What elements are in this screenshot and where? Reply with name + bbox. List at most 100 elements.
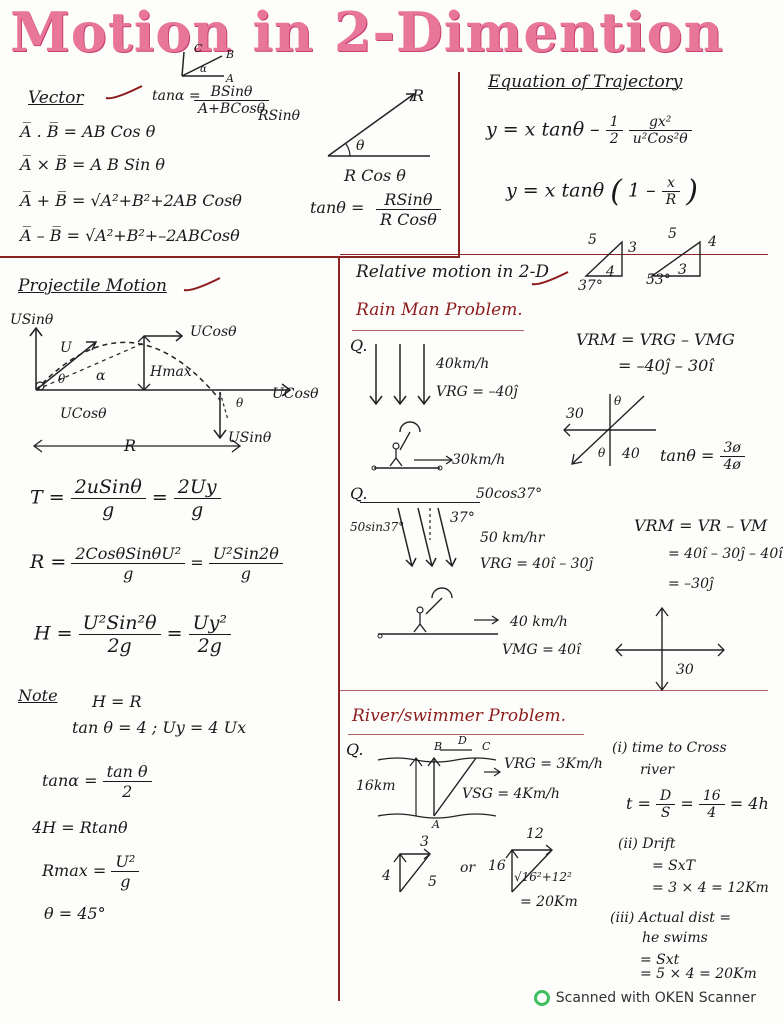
triangle-53 — [649, 240, 701, 277]
tri-root: √16²+12² — [514, 870, 572, 884]
trajectory-eq2-lhs: y = x tanθ — [506, 179, 605, 202]
theta-proj: θ — [58, 372, 66, 386]
u-label: U — [60, 340, 72, 356]
rcos-label: R Cos θ — [344, 166, 406, 185]
river-i1b: river — [640, 762, 675, 778]
tri-label-b: B — [226, 48, 235, 61]
river-triangle-2 — [505, 844, 554, 893]
velocity-diagram-1 — [563, 394, 656, 466]
trajectory-eq1-lhs: y = x tanθ – — [486, 118, 600, 141]
rmax-lhs: Rmax = — [42, 861, 107, 880]
tan-alpha-lhs: tanα = — [152, 88, 201, 104]
range-label: R — [124, 436, 137, 455]
note-4h: 4H = Rtanθ — [32, 818, 128, 837]
tick-mark-3 — [531, 271, 569, 286]
vrg2-label: VRG = 40î – 30ĵ — [480, 556, 593, 572]
tri-label-a: A — [226, 72, 234, 85]
t1-hyp: 5 — [588, 232, 597, 248]
divider-top-vertical — [458, 72, 460, 258]
vrg1-label: VRG = –40ĵ — [436, 384, 518, 400]
t-d2: 4 — [707, 805, 717, 821]
tri-5: 5 — [428, 874, 437, 890]
paren-open: ( — [610, 174, 622, 209]
rain-heading: Rain Man Problem. — [356, 300, 523, 320]
or-label: or — [460, 860, 476, 876]
vector-triangle-diagram — [181, 51, 224, 77]
note-label: Note — [18, 686, 58, 705]
rsin-label: RSinθ — [258, 108, 301, 124]
tri-3: 3 — [420, 834, 429, 850]
r-eq: = — [190, 553, 204, 572]
usin-top: USinθ — [10, 312, 54, 328]
tana-num: tan θ — [102, 762, 152, 782]
river-underline — [348, 734, 584, 735]
tan-alpha-num: BSinθ — [194, 84, 270, 101]
r-den2: g — [240, 564, 251, 583]
r-label: R — [412, 86, 425, 105]
scanner-logo-icon — [533, 990, 550, 1006]
scanner-watermark: Scanned with OKEN Scanner — [533, 990, 756, 1006]
relative-heading: Relative motion in 2-D — [356, 262, 549, 282]
note-tan4: tan θ = 4 ; Uy = 4 Ux — [72, 718, 247, 737]
h-num2: Uy² — [188, 612, 231, 635]
paren-close: ) — [686, 174, 698, 209]
t2-adj: 3 — [678, 262, 687, 278]
river-i1: (i) time to Cross — [612, 740, 727, 756]
river-iii-c: = Sxt — [640, 952, 680, 968]
h-num1: U²Sin²θ — [78, 612, 161, 635]
vector-cross: A̅ × B̅ = A B Sin θ — [20, 155, 166, 174]
h-den2: 2g — [197, 635, 222, 657]
divider-main-vertical — [338, 256, 340, 1001]
tan-rain-num: 3ø — [719, 440, 745, 457]
divider-river — [340, 690, 768, 691]
footer-text: Scanned with OKEN Scanner — [555, 990, 756, 1006]
a37-label: 37° — [450, 510, 475, 526]
tri-label-c: C — [194, 42, 203, 55]
d1-theta2: θ — [598, 446, 606, 460]
river-iii-b: he swims — [642, 930, 708, 946]
river-heading: River/swimmer Problem. — [352, 706, 567, 726]
divider-top — [0, 256, 460, 258]
ucos-top: UCosθ — [190, 324, 237, 340]
r-den1: g — [123, 564, 134, 583]
t-num2: 2Uy — [173, 476, 221, 499]
t1-opp: 3 — [628, 240, 637, 256]
river-vsg: VSG = 4Km/h — [462, 786, 560, 802]
triangle-37 — [584, 240, 623, 277]
divider-right — [340, 254, 768, 255]
v30-label: 30km/h — [452, 452, 506, 468]
trajectory-eq1-num: gx² — [628, 114, 692, 131]
t-den2: g — [191, 499, 204, 521]
v50-label: 50 km/hr — [480, 530, 545, 546]
r-num2: U²Sin2θ — [208, 544, 283, 564]
trajectory-eq2-num: x — [661, 175, 681, 192]
river-ii-a: = SxT — [652, 858, 696, 874]
river-diagram — [377, 749, 502, 819]
v40-label: 40km/h — [436, 356, 490, 372]
trajectory-heading: Equation of Trajectory — [488, 72, 683, 92]
rain-arrows-2 — [397, 507, 457, 568]
river-ii-b: = 3 × 4 = 12Km — [652, 880, 769, 896]
tan-theta-den: R Cosθ — [380, 210, 437, 229]
half-den: 2 — [609, 131, 619, 147]
river-triangle-1 — [393, 848, 432, 893]
h-den1: 2g — [107, 635, 132, 657]
hmax-label: Hmax — [150, 364, 192, 380]
tri-16: 16 — [488, 858, 506, 874]
page-title: Motion in 2-Dimention — [10, 0, 724, 64]
t1-adj: 4 — [606, 264, 615, 280]
river-q: Q. — [346, 740, 364, 759]
r-lhs: R = — [30, 551, 67, 573]
t-num1: 2uSinθ — [70, 476, 146, 499]
ucos-bottom: UCosθ — [60, 406, 107, 422]
t2-angle: 53° — [646, 272, 671, 288]
vmg-label: VMG = 40î — [502, 642, 581, 658]
t-d1: S — [660, 805, 671, 821]
vrm2-lhs: VRM = VR – VM — [634, 516, 768, 535]
